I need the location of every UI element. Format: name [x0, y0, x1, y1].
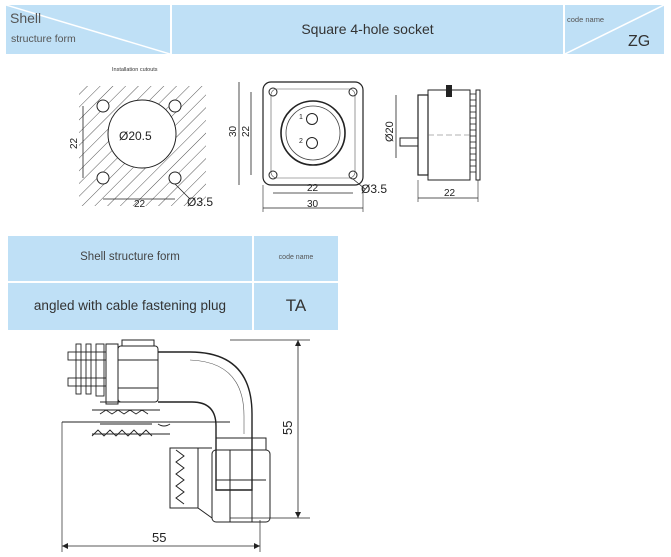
row-code: TA	[285, 296, 307, 315]
code-cell-diagonal	[565, 5, 664, 54]
plug-elbow-body	[158, 351, 253, 491]
side-dia-label: Ø20	[384, 121, 396, 142]
bottom-table	[8, 236, 338, 330]
row-value: angled with cable fastening plug	[33, 298, 227, 313]
plug-section	[62, 401, 230, 437]
cutout-hole-tr	[168, 99, 182, 113]
socket-pin-2	[306, 137, 318, 149]
socket-body-outer	[280, 100, 346, 166]
top-table-divider-2	[563, 5, 565, 54]
cutout-caption: Installation cutouts	[112, 67, 158, 73]
cutout-hole-dia: Ø3.5	[187, 195, 213, 209]
code-value: ZG	[628, 33, 651, 50]
plug-coupling-nut	[105, 339, 159, 405]
top-table	[6, 5, 664, 54]
cutout-dia-label: Ø20.5	[119, 129, 152, 143]
cutout-hole-tl	[96, 99, 110, 113]
cutout-main-hole	[107, 99, 177, 169]
side-dim-22: 22	[444, 188, 456, 199]
socket-flange	[262, 81, 364, 186]
side-flange	[417, 94, 429, 176]
socket-front-drawing: 1 2 30 22 22 30 Ø3.5	[228, 81, 387, 212]
socket-side-drawing: Ø20 22	[384, 85, 481, 202]
structure-label: structure form	[11, 33, 76, 45]
bottom-table-vdivider	[252, 236, 254, 330]
bottom-table-hdivider	[8, 281, 338, 283]
socket-dim-30-vert: 30	[228, 125, 239, 137]
shell-label: Shell	[10, 10, 42, 26]
socket-hole-dia: Ø3.5	[361, 182, 387, 196]
plug-cable-gland	[169, 437, 271, 523]
side-thread	[470, 93, 476, 173]
socket-pin-1	[306, 113, 318, 125]
hatched-panel	[79, 86, 206, 206]
code-label: code name	[567, 15, 605, 24]
cutout-dim-22-vert: 22	[69, 137, 80, 149]
socket-pin-1-label: 1	[299, 114, 303, 121]
top-table-divider-1	[170, 5, 172, 54]
socket-dim-22-horiz: 22	[307, 183, 319, 194]
socket-pin-2-label: 2	[299, 138, 303, 145]
cutout-dim-22-horiz: 22	[134, 199, 146, 210]
plug-pins	[67, 343, 107, 397]
plug-dim-height: 55	[280, 421, 295, 435]
col1-header: Shell structure form	[80, 251, 180, 263]
angled-plug-drawing: 55 55	[61, 339, 310, 552]
plug-dim-width: 55	[152, 530, 166, 545]
top-table-diagonal	[6, 5, 170, 54]
col2-header: code name	[278, 254, 314, 261]
cutout-hole-bl	[96, 171, 110, 185]
socket-dim-22-vert: 22	[241, 125, 252, 137]
socket-dim-30-horiz: 30	[307, 199, 319, 210]
table-title: Square 4-hole socket	[301, 21, 434, 37]
cutout-drawing: Ø20.5 22 22 Ø3.5	[69, 86, 213, 210]
